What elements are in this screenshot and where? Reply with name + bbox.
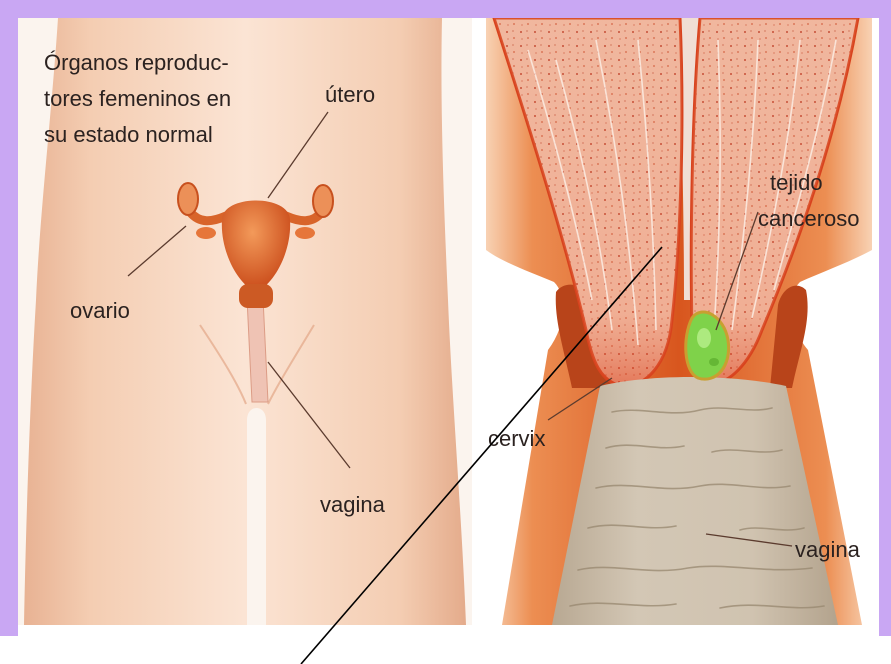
caption-line-1: Órganos reproduc- [44, 50, 229, 75]
right-panel: tejido canceroso cervix vagina [472, 18, 879, 625]
tumor-highlight [697, 328, 711, 348]
ovary-right [295, 227, 315, 239]
ovary-left [196, 227, 216, 239]
left-panel: Órganos reproduc- tores femeninos en su … [18, 18, 472, 625]
caption-line-2: tores femeninos en [44, 86, 231, 111]
frame-bottom-gap [18, 625, 879, 636]
right-vagina-label: vagina [795, 537, 861, 562]
ovary-label: ovario [70, 298, 130, 323]
tissue-label-line-2: canceroso [758, 206, 860, 231]
uterus-label: útero [325, 82, 375, 107]
fimbriae-left [178, 183, 198, 215]
left-vagina-label: vagina [320, 492, 386, 517]
caption-line-3: su estado normal [44, 122, 213, 147]
uterine-cervix [239, 284, 273, 308]
tissue-label-line-1: tejido [770, 170, 823, 195]
tumor-spot [709, 358, 719, 366]
fimbriae-right [313, 185, 333, 217]
